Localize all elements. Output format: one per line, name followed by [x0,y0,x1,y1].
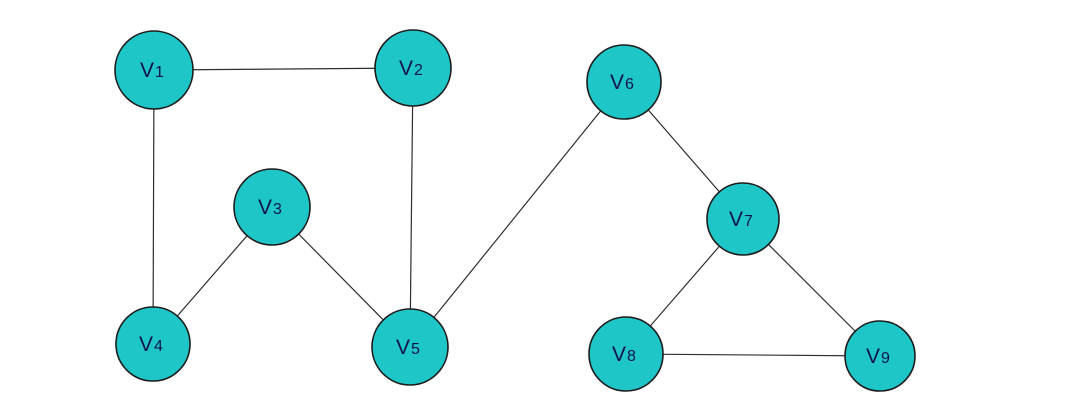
node-label-v2: V2 [399,57,423,80]
node-v9: V9 [844,320,916,392]
node-v4: V4 [115,306,191,382]
node-label-v1: V1 [140,59,164,82]
node-label-v7: V7 [729,208,753,231]
node-circle-v3 [233,168,311,246]
node-label-v5: V5 [396,336,420,359]
node-v1: V1 [114,30,194,110]
node-circle-v5 [371,308,449,386]
node-v7: V7 [706,182,780,256]
node-circle-v7 [706,182,780,256]
node-label-v8: V8 [612,343,636,366]
node-label-v6: V6 [610,71,634,94]
node-circle-v9 [844,320,916,392]
node-label-v9: V9 [866,345,890,368]
node-v2: V2 [374,29,452,107]
node-v6: V6 [586,44,662,120]
node-circle-v4 [115,306,191,382]
node-circle-v8 [588,316,664,392]
edge-v1-v4 [152,69,155,345]
node-v5: V5 [371,308,449,386]
edge-v1-v2 [153,67,414,71]
edge-v2-v5 [409,67,414,348]
node-label-v3: V3 [258,196,282,219]
node-v3: V3 [233,168,311,246]
node-label-v4: V4 [139,333,163,356]
edge-v8-v9 [625,353,881,357]
edge-v5-v6 [409,81,625,348]
node-circle-v2 [374,29,452,107]
node-v8: V8 [588,316,664,392]
node-circle-v1 [114,30,194,110]
node-circle-v6 [586,44,662,120]
